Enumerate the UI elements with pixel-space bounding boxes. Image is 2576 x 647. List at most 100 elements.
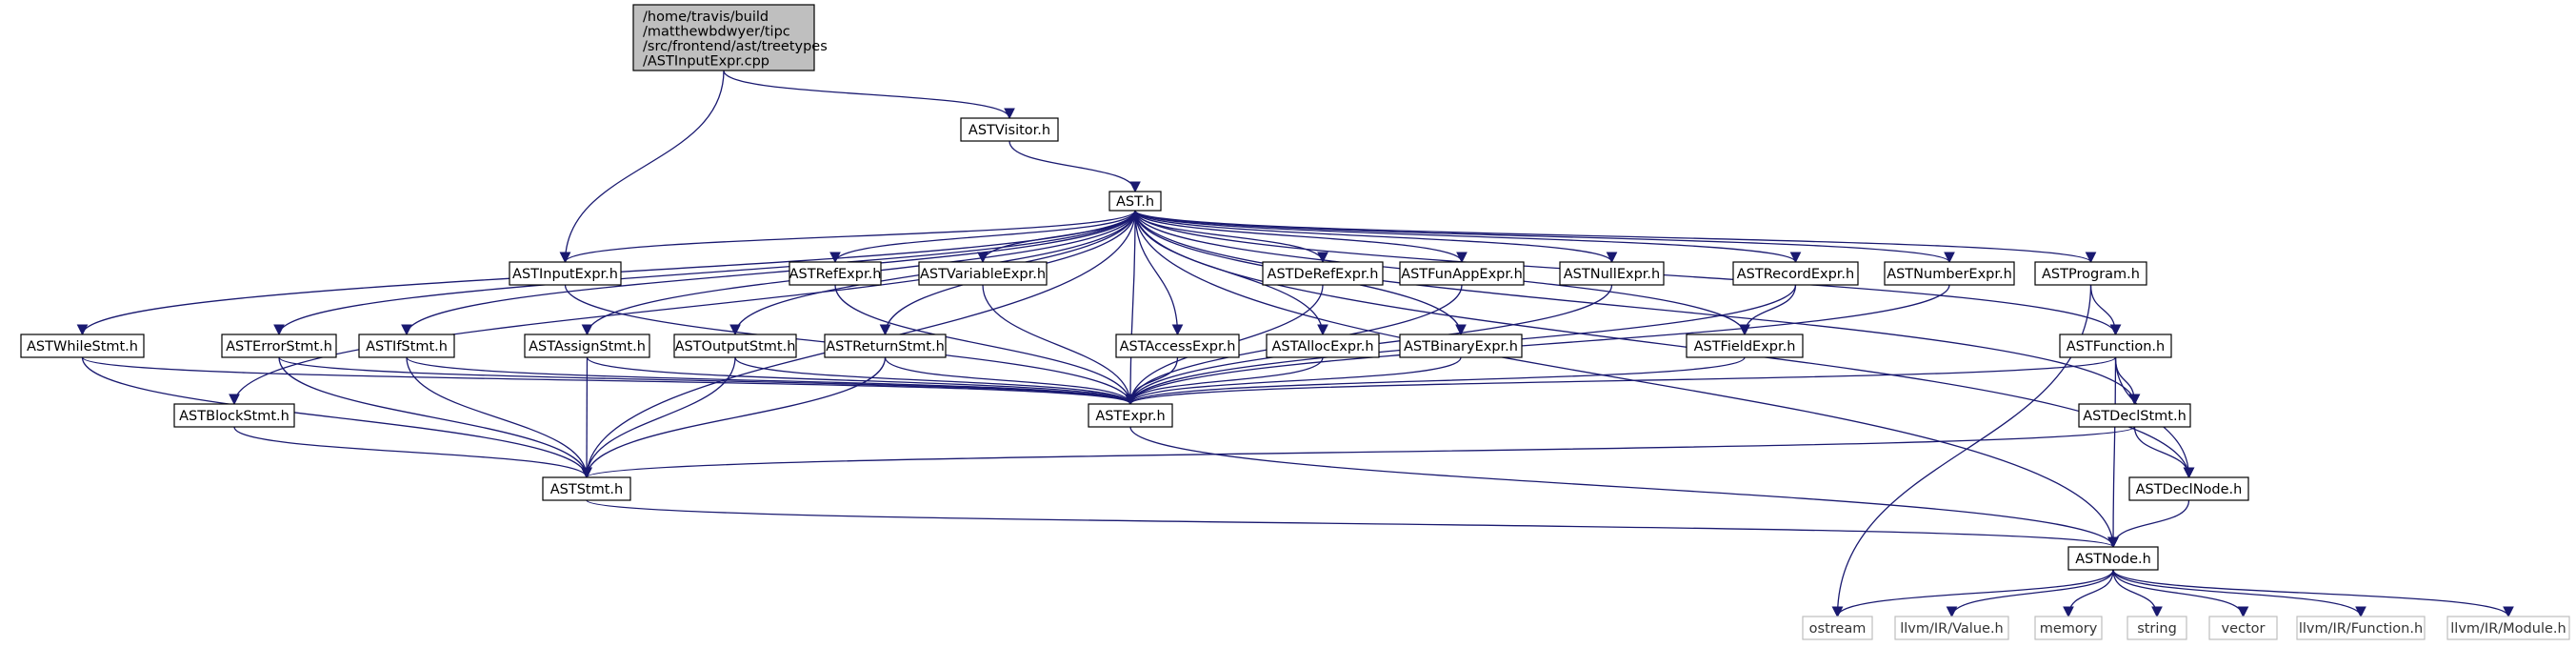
node-box <box>1802 616 1873 640</box>
edge-AST-to-ASTNumberExpr <box>1134 210 1955 264</box>
node-ASTNumberExpr[interactable]: ASTNumberExpr.h <box>1884 261 2015 286</box>
edge-AST-to-ASTErrorStmt <box>273 210 1136 336</box>
node-ASTBlockStmt[interactable]: ASTBlockStmt.h <box>173 403 295 428</box>
node-ASTVisitor[interactable]: ASTVisitor.h <box>960 117 1059 142</box>
node-ASTFunAppExpr[interactable]: ASTFunAppExpr.h <box>1399 261 1525 286</box>
node-box <box>824 334 947 358</box>
node-ASTVariableExpr[interactable]: ASTVariableExpr.h <box>918 261 1048 286</box>
node-root[interactable]: /home/travis/build/matthewbdwyer/tipc/sr… <box>632 4 828 71</box>
node-label: ostream <box>1809 621 1867 637</box>
node-box <box>1686 334 1804 358</box>
edge-ASTRecordExpr-to-ASTFieldExpr <box>1739 284 1797 336</box>
node-box <box>1262 261 1384 286</box>
node-ASTProgram[interactable]: ASTProgram.h <box>2034 261 2147 286</box>
node-label: ASTVariableExpr.h <box>920 267 1046 282</box>
node-box <box>1115 334 1240 358</box>
node-ASTRecordExpr[interactable]: ASTRecordExpr.h <box>1732 261 1859 286</box>
node-label: AST.h <box>1116 194 1154 210</box>
edge-AST-to-ASTProgram <box>1134 210 2096 264</box>
node-memory[interactable]: memory <box>2034 616 2103 640</box>
node-label: ASTStmt.h <box>550 482 623 497</box>
node-label: ASTIfStmt.h <box>366 339 448 354</box>
node-ASTAccessExpr[interactable]: ASTAccessExpr.h <box>1115 334 1240 358</box>
node-box <box>960 117 1059 142</box>
node-box <box>358 334 455 358</box>
node-box <box>2208 616 2278 640</box>
node-label: ASTInputExpr.h <box>512 267 618 282</box>
edge-ASTIfStmt-to-ASTExpr <box>406 356 1136 406</box>
edge-ASTVisitor-to-AST <box>1008 140 1141 193</box>
edge-ASTBinaryExpr-to-ASTExpr <box>1125 356 1462 406</box>
node-vector[interactable]: vector <box>2208 616 2278 640</box>
node-box <box>1108 191 1162 212</box>
edge-ASTNode-to-ostream <box>1831 569 2114 618</box>
node-box <box>789 261 882 286</box>
edge-ASTFunction-to-ASTExpr <box>1125 356 2117 406</box>
edge-AST-to-ASTAccessExpr <box>1134 210 1184 336</box>
root-label-line: /matthewbdwyer/tipc <box>643 25 790 40</box>
node-box <box>2446 616 2570 640</box>
node-label: ASTExpr.h <box>1095 409 1165 424</box>
node-label: ASTAssignStmt.h <box>529 339 646 354</box>
node-ASTDeRefExpr[interactable]: ASTDeRefExpr.h <box>1262 261 1384 286</box>
node-llvmValue[interactable]: llvm/IR/Value.h <box>1894 616 2009 640</box>
node-ASTFieldExpr[interactable]: ASTFieldExpr.h <box>1686 334 1804 358</box>
edge-AST-to-ASTExpr <box>1125 210 1136 406</box>
node-ASTErrorStmt[interactable]: ASTErrorStmt.h <box>221 334 337 358</box>
edge-ASTExpr-to-ASTNode <box>1129 426 2119 549</box>
node-ASTExpr[interactable]: ASTExpr.h <box>1088 403 1173 428</box>
node-ASTWhileStmt[interactable]: ASTWhileStmt.h <box>20 334 145 358</box>
edge-root-to-ASTInputExpr <box>559 70 725 264</box>
node-box <box>1399 334 1523 358</box>
node-ASTNode[interactable]: ASTNode.h <box>2067 546 2159 571</box>
edge-ASTOutputStmt-to-ASTStmt <box>581 356 736 479</box>
node-ASTRefExpr[interactable]: ASTRefExpr.h <box>789 261 882 286</box>
node-ASTStmt[interactable]: ASTStmt.h <box>542 476 631 501</box>
node-label: ASTRecordExpr.h <box>1737 267 1854 282</box>
node-ASTDeclNode[interactable]: ASTDeclNode.h <box>2128 476 2249 501</box>
node-label: ASTNumberExpr.h <box>1887 267 2012 282</box>
node-ASTNullExpr[interactable]: ASTNullExpr.h <box>1559 261 1665 286</box>
node-ASTReturnStmt[interactable]: ASTReturnStmt.h <box>824 334 947 358</box>
edge-AST-to-ASTFunAppExpr <box>1134 210 1468 264</box>
node-ASTAssignStmt[interactable]: ASTAssignStmt.h <box>524 334 650 358</box>
edge-ASTProgram-to-ASTFunction <box>2089 284 2122 336</box>
node-ASTOutputStmt[interactable]: ASTOutputStmt.h <box>673 334 797 358</box>
node-box <box>20 334 145 358</box>
node-label: ASTDeclStmt.h <box>2083 409 2187 424</box>
node-llvmFunction[interactable]: llvm/IR/Function.h <box>2296 616 2426 640</box>
node-label: ASTFieldExpr.h <box>1694 339 1796 354</box>
node-label: llvm/IR/Function.h <box>2299 621 2423 637</box>
node-ASTBinaryExpr[interactable]: ASTBinaryExpr.h <box>1399 334 1523 358</box>
node-box <box>1559 261 1665 286</box>
node-box <box>632 4 815 71</box>
edge-ASTRefExpr-to-ASTExpr <box>834 284 1136 406</box>
node-box <box>2078 403 2191 428</box>
edge-ASTOutputStmt-to-ASTExpr <box>734 356 1136 406</box>
node-llvmModule[interactable]: llvm/IR/Module.h <box>2446 616 2570 640</box>
node-label: llvm/IR/Value.h <box>1900 621 2004 637</box>
node-ASTFunction[interactable]: ASTFunction.h <box>2059 334 2172 358</box>
node-ostream[interactable]: ostream <box>1802 616 1873 640</box>
node-AST[interactable]: AST.h <box>1108 191 1162 212</box>
edge-ASTIfStmt-to-ASTStmt <box>406 356 592 479</box>
node-box <box>509 261 622 286</box>
edge-ASTNumberExpr-to-ASTExpr <box>1125 284 1950 406</box>
edge-root-to-ASTVisitor <box>723 70 1015 120</box>
node-string[interactable]: string <box>2127 616 2187 640</box>
node-ASTAllocExpr[interactable]: ASTAllocExpr.h <box>1266 334 1380 358</box>
node-label: ASTBinaryExpr.h <box>1404 339 1518 354</box>
node-label: ASTNullExpr.h <box>1564 267 1660 282</box>
nodes-layer: /home/travis/build/matthewbdwyer/tipc/sr… <box>20 4 2570 640</box>
node-label: ASTWhileStmt.h <box>27 339 138 354</box>
node-label: ASTRefExpr.h <box>789 267 882 282</box>
node-ASTInputExpr[interactable]: ASTInputExpr.h <box>509 261 622 286</box>
node-label: ASTOutputStmt.h <box>675 339 796 354</box>
node-label: ASTErrorStmt.h <box>226 339 332 354</box>
node-label: string <box>2137 621 2177 637</box>
node-ASTIfStmt[interactable]: ASTIfStmt.h <box>358 334 455 358</box>
edge-ASTReturnStmt-to-ASTExpr <box>884 356 1136 406</box>
node-box <box>2067 546 2159 571</box>
node-label: ASTProgram.h <box>2042 267 2140 282</box>
node-ASTDeclStmt[interactable]: ASTDeclStmt.h <box>2078 403 2191 428</box>
